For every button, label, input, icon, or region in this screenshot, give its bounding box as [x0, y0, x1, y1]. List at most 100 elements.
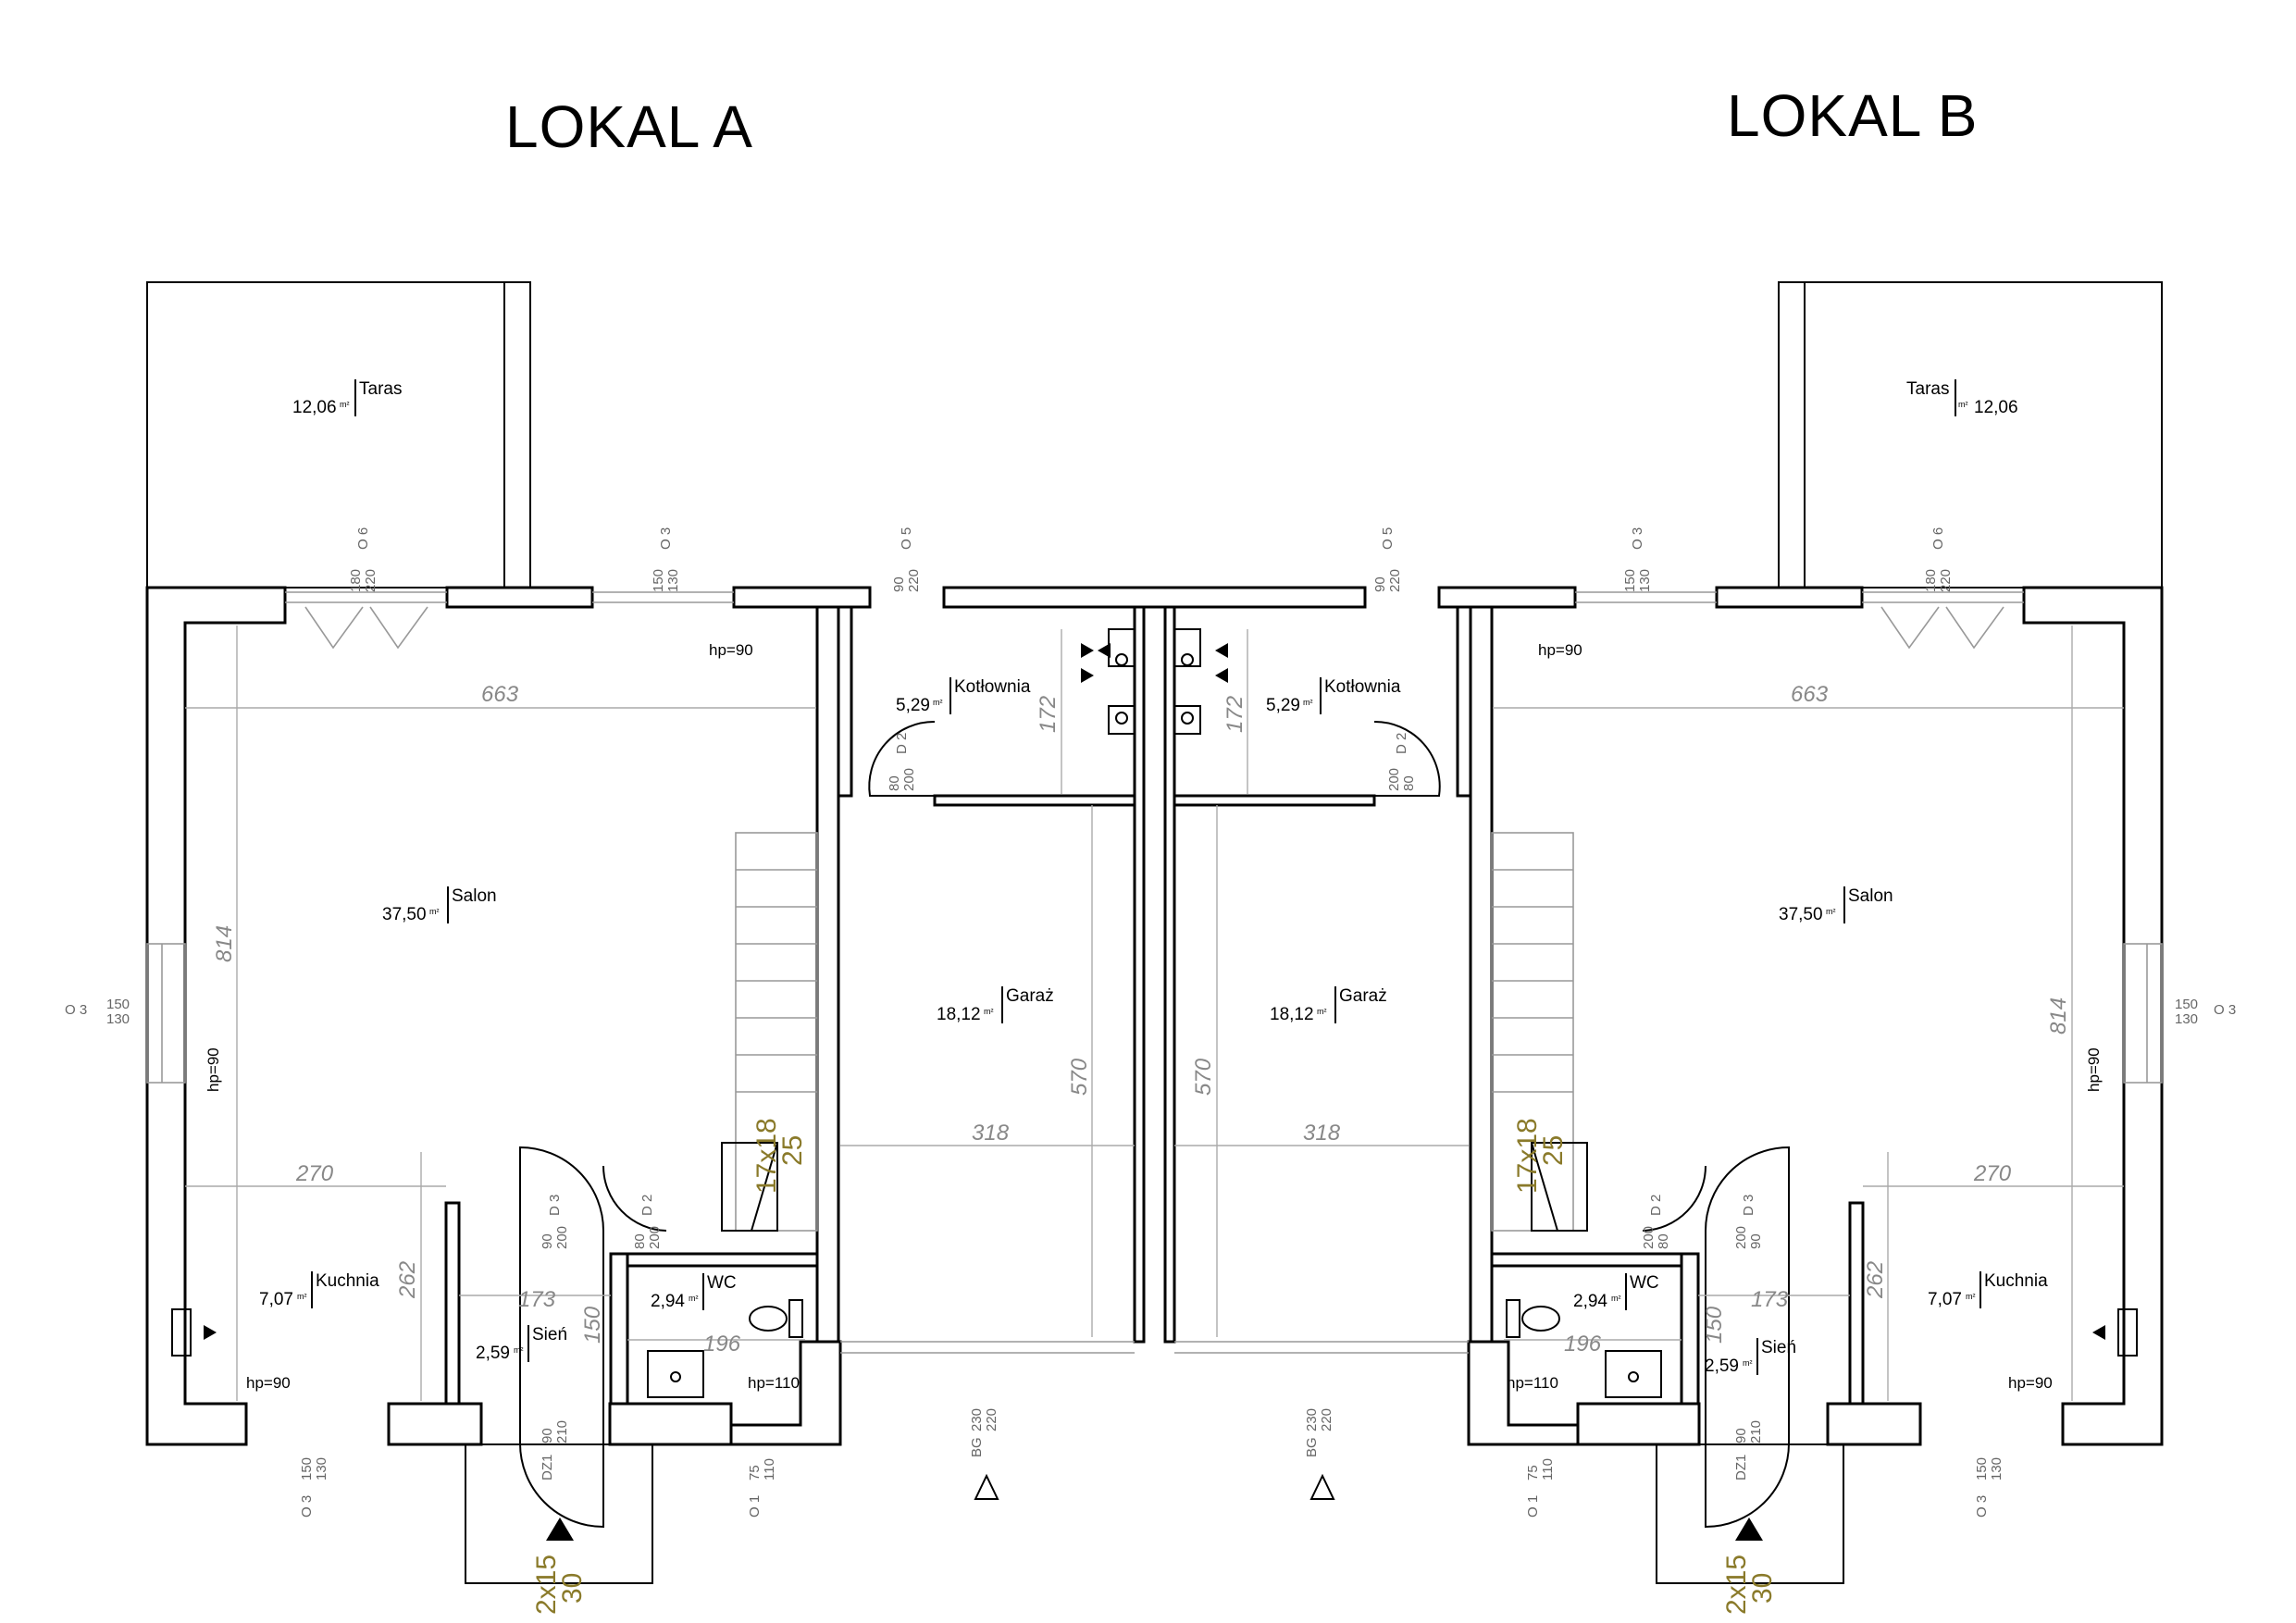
svg-text:200: 200: [1641, 1226, 1657, 1249]
svg-text:180: 180: [1923, 569, 1939, 592]
lokal-a-plan: [145, 281, 1367, 1584]
svg-text:2x15: 2x15: [1721, 1555, 1752, 1615]
door-dz1: [519, 1146, 604, 1529]
entry-arrow: [546, 1518, 574, 1541]
svg-text:7,07: 7,07: [259, 1290, 293, 1309]
svg-text:37,50: 37,50: [382, 905, 427, 924]
title-lokal-a: LOKAL A: [505, 93, 753, 160]
toilet-icon: [749, 1299, 803, 1338]
svg-text:110: 110: [762, 1458, 777, 1481]
svg-text:2,94: 2,94: [1573, 1292, 1607, 1311]
svg-text:150: 150: [1622, 569, 1638, 592]
svg-text:200: 200: [901, 768, 917, 791]
svg-text:m²: m²: [1958, 400, 1968, 409]
exterior-wall: [145, 586, 287, 1446]
dim-text-196-b: 196: [1564, 1332, 1602, 1357]
svg-text:D 3: D 3: [1741, 1195, 1756, 1216]
svg-text:220: 220: [984, 1408, 999, 1431]
svg-text:30: 30: [557, 1573, 588, 1604]
interior-wall: [1167, 794, 1376, 807]
svg-text:5,29: 5,29: [896, 696, 930, 715]
svg-text:25: 25: [777, 1135, 808, 1166]
entrance-steps: [1656, 1443, 1844, 1584]
staircase: [721, 832, 818, 1232]
window-o6: [285, 591, 447, 650]
svg-text:DZ1: DZ1: [1733, 1455, 1749, 1481]
svg-text:m²: m²: [340, 400, 350, 409]
svg-text:12,06: 12,06: [292, 398, 337, 417]
svg-text:130: 130: [1637, 569, 1653, 592]
svg-text:O 5: O 5: [899, 527, 914, 550]
dim-text-318-b: 318: [1303, 1121, 1341, 1146]
svg-text:O 3: O 3: [1630, 527, 1645, 550]
svg-text:Sień: Sień: [1761, 1338, 1796, 1357]
svg-text:O 3: O 3: [1974, 1495, 1990, 1518]
window-o6: [1862, 591, 2024, 650]
interior-wall: [942, 586, 1367, 609]
svg-text:90: 90: [1748, 1233, 1764, 1249]
dim-text-570-a: 570: [1067, 1058, 1092, 1096]
svg-text:D 2: D 2: [1648, 1195, 1664, 1216]
title-lokal-b: LOKAL B: [1727, 82, 1979, 149]
interior-wall: [1133, 605, 1146, 1344]
svg-text:2,59: 2,59: [476, 1344, 510, 1363]
lokal-b-plan: [1163, 281, 2164, 1584]
door-d2-boiler: [1373, 720, 1441, 797]
svg-text:220: 220: [363, 569, 379, 592]
svg-text:DZ1: DZ1: [540, 1455, 555, 1481]
exterior-wall: [1437, 586, 1577, 609]
dim-text-663-b: 663: [1791, 682, 1829, 707]
svg-text:m²: m²: [689, 1294, 699, 1303]
svg-text:80: 80: [1401, 775, 1417, 791]
sill-hp110-b: hp=110: [1507, 1374, 1558, 1392]
garage-gate-bg: [840, 1341, 1135, 1354]
svg-text:220: 220: [1319, 1408, 1334, 1431]
svg-text:90: 90: [1733, 1428, 1749, 1443]
svg-text:m²: m²: [1826, 907, 1836, 916]
dim-text-262-b: 262: [1863, 1261, 1888, 1299]
dim-text-814-b: 814: [2046, 997, 2071, 1035]
svg-text:80: 80: [632, 1233, 648, 1249]
svg-text:O 6: O 6: [355, 527, 371, 550]
svg-text:Salon: Salon: [1848, 886, 1893, 906]
sill-hp90-a-kitchen: hp=90: [246, 1374, 291, 1392]
svg-text:7,07: 7,07: [1928, 1290, 1962, 1309]
garage-gate-bg: [1174, 1341, 1469, 1354]
svg-text:18,12: 18,12: [1270, 1005, 1314, 1024]
vent-icon: [2092, 1308, 2138, 1357]
svg-text:5,29: 5,29: [1266, 696, 1300, 715]
sill-hp110-a: hp=110: [748, 1374, 800, 1392]
svg-text:O 3: O 3: [65, 1002, 87, 1018]
svg-text:O 5: O 5: [1380, 527, 1396, 550]
svg-text:90: 90: [1372, 576, 1388, 592]
svg-text:m²: m²: [984, 1007, 994, 1016]
window-o3: [592, 591, 734, 603]
dim-text-814-a: 814: [212, 925, 237, 962]
svg-text:D 2: D 2: [1394, 733, 1409, 754]
svg-text:130: 130: [106, 1011, 130, 1027]
svg-text:Kotłownia: Kotłownia: [954, 677, 1031, 697]
svg-text:O 3: O 3: [2214, 1002, 2236, 1018]
svg-text:m²: m²: [1611, 1294, 1621, 1303]
svg-text:Kuchnia: Kuchnia: [1984, 1271, 2048, 1291]
exterior-wall: [2022, 586, 2164, 1446]
interior-wall: [1680, 1252, 1700, 1406]
dim-text-173-b: 173: [1751, 1287, 1789, 1312]
svg-text:Garaż: Garaż: [1006, 986, 1054, 1006]
svg-text:230: 230: [1304, 1408, 1320, 1431]
door-d3: [602, 1165, 667, 1232]
svg-text:O 3: O 3: [299, 1495, 315, 1518]
garage-entry-triangle: [974, 1473, 999, 1500]
